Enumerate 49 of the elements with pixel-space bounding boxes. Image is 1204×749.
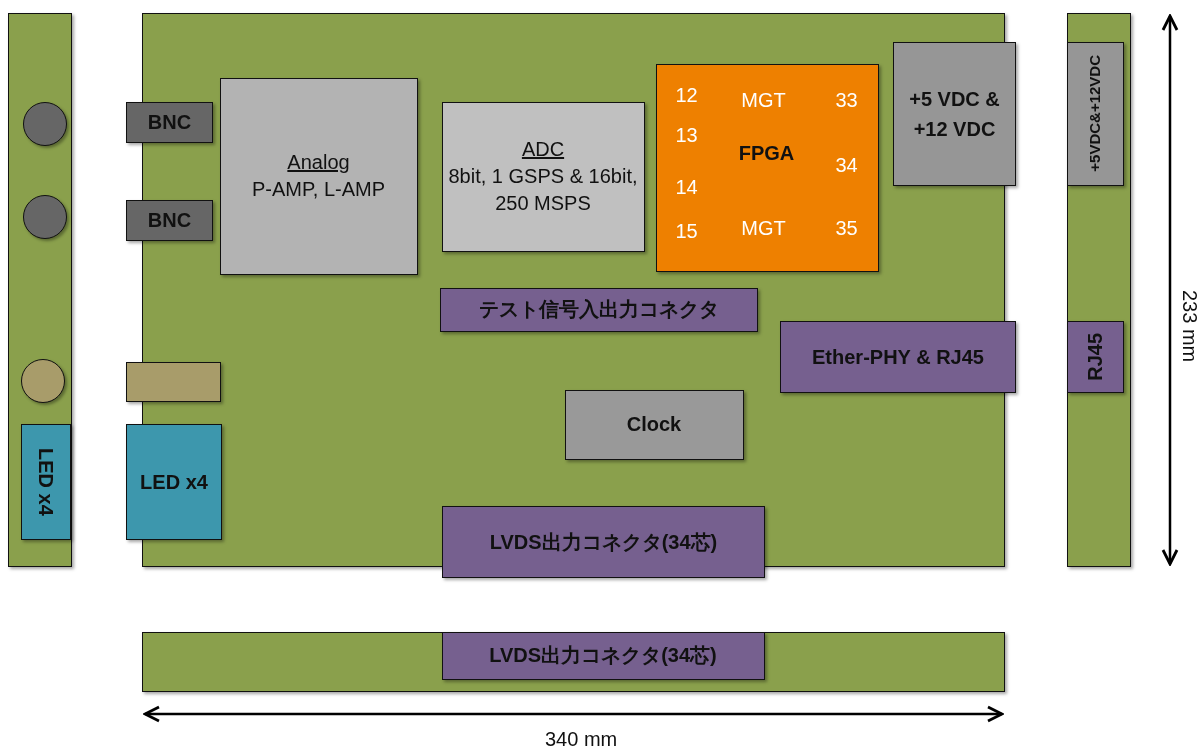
dimension-label: 340 mm	[545, 728, 618, 749]
bank-number: 13	[675, 122, 698, 147]
connector-hole	[22, 101, 67, 146]
board-panel	[8, 13, 72, 567]
bank-number: MGT	[741, 215, 786, 240]
block-label: テスト信号入出力コネクタ	[478, 297, 719, 322]
connector-hole	[22, 194, 67, 239]
connector-block	[126, 200, 213, 241]
power-block	[893, 42, 1016, 186]
block-label: P-AMP, L-AMP	[252, 177, 385, 202]
bank-number: 34	[835, 152, 858, 177]
fpga-chip	[655, 63, 879, 272]
block-label: BNC	[147, 208, 192, 233]
block-label: RJ45	[1082, 332, 1107, 381]
block-label: Clock	[626, 412, 682, 437]
connector-block	[442, 506, 765, 578]
block-label: +5VDC&+12VDC	[1084, 55, 1104, 172]
led-block	[20, 423, 71, 540]
dimension-label: 233 mm	[1178, 290, 1201, 363]
connector-hole	[20, 358, 65, 403]
block-label: 8bit, 1 GSPS & 16bit, 250 MSPS	[448, 164, 638, 216]
power-connector	[1066, 41, 1124, 186]
led-block	[126, 424, 222, 540]
block-label: Ether-PHY & RJ45	[812, 344, 984, 370]
chip-label: FPGA	[738, 140, 795, 165]
block-label: LED x4	[34, 447, 58, 516]
block-label: BNC	[147, 110, 192, 135]
bank-number: MGT	[741, 87, 786, 112]
connector-block	[439, 287, 758, 332]
connector-block	[126, 362, 221, 402]
connector-block	[126, 102, 213, 143]
block-label: LVDS出力コネクタ(34芯)	[489, 643, 717, 668]
bank-number: 12	[675, 82, 698, 107]
bank-number: 33	[835, 87, 858, 112]
connector-block	[441, 631, 765, 680]
clock-block	[564, 389, 744, 460]
block-label: +5 VDC & +12 VDC	[908, 87, 1001, 142]
bank-number: 15	[675, 218, 698, 243]
board-panel	[142, 632, 1005, 692]
board-panel	[1067, 13, 1131, 567]
bank-number: 14	[675, 174, 698, 199]
block-heading: Analog	[287, 150, 350, 175]
adc-block	[441, 101, 645, 252]
block-label: LED x4	[140, 469, 208, 495]
bank-number: 35	[835, 215, 858, 240]
connector-block	[1066, 320, 1124, 393]
analog-block	[219, 77, 418, 275]
block-label: LVDS出力コネクタ(34芯)	[489, 529, 718, 555]
block-heading: ADC	[520, 137, 566, 162]
